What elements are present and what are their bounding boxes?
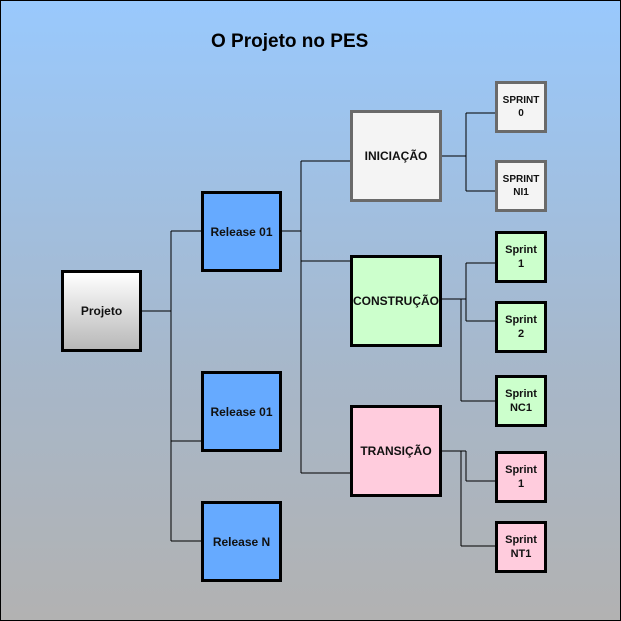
- node-sprint-0-line2: 0: [518, 108, 524, 119]
- node-sprint-c1[interactable]: Sprint 1: [495, 231, 547, 283]
- node-sprint-c1-line1: Sprint: [505, 244, 537, 256]
- node-sprint-nc1-line1: Sprint: [505, 388, 537, 400]
- node-sprint-t1-line2: 1: [517, 478, 525, 490]
- node-release-n[interactable]: Release N: [201, 501, 282, 582]
- node-sprint-ni1-line2: NI1: [513, 187, 529, 198]
- node-release-01-a[interactable]: Release 01: [201, 191, 282, 272]
- connector-transicao-sprints: [441, 450, 496, 547]
- node-release-01-b-label: Release 01: [210, 404, 273, 419]
- node-sprint-nc1-line2: NC1: [509, 402, 532, 414]
- node-sprint-0[interactable]: SPRINT 0: [495, 81, 547, 133]
- node-sprint-0-line1: SPRINT: [502, 95, 540, 106]
- node-sprint-nc1[interactable]: Sprint NC1: [495, 375, 547, 427]
- node-transicao-label: TRANSIÇÃO: [360, 444, 432, 458]
- connector-projeto-releases: [141, 230, 201, 542]
- node-release-01-a-label: Release 01: [210, 224, 273, 239]
- node-sprint-ni1[interactable]: SPRINT NI1: [495, 160, 547, 212]
- node-sprint-c1-line2: 1: [517, 258, 525, 270]
- diagram-title: O Projeto no PES: [211, 31, 369, 52]
- connector-release-phases: [281, 160, 351, 474]
- node-projeto[interactable]: Projeto: [61, 270, 142, 352]
- node-sprint-t1-line1: Sprint: [505, 464, 537, 476]
- node-construcao-label: CONSTRUÇÃO: [353, 294, 439, 308]
- node-sprint-c2-line1: Sprint: [505, 314, 537, 326]
- node-sprint-t1[interactable]: Sprint 1: [495, 451, 547, 503]
- node-sprint-nt1[interactable]: Sprint NT1: [495, 521, 547, 573]
- node-transicao[interactable]: TRANSIÇÃO: [350, 405, 442, 497]
- node-iniciacao[interactable]: INICIAÇÃO: [350, 110, 442, 202]
- node-projeto-label: Projeto: [80, 304, 123, 318]
- node-sprint-nt1-line2: NT1: [510, 548, 532, 560]
- node-construcao[interactable]: CONSTRUÇÃO: [350, 255, 442, 347]
- node-sprint-ni1-line1: SPRINT: [502, 174, 540, 185]
- connector-construcao-sprints: [441, 262, 496, 402]
- node-release-n-label: Release N: [212, 534, 271, 549]
- node-sprint-nt1-line1: Sprint: [505, 534, 537, 546]
- connector-iniciacao-sprints: [441, 112, 496, 192]
- node-sprint-c2[interactable]: Sprint 2: [495, 301, 547, 353]
- node-iniciacao-label: INICIAÇÃO: [364, 149, 428, 163]
- node-sprint-c2-line2: 2: [517, 328, 525, 340]
- node-release-01-b[interactable]: Release 01: [201, 371, 282, 452]
